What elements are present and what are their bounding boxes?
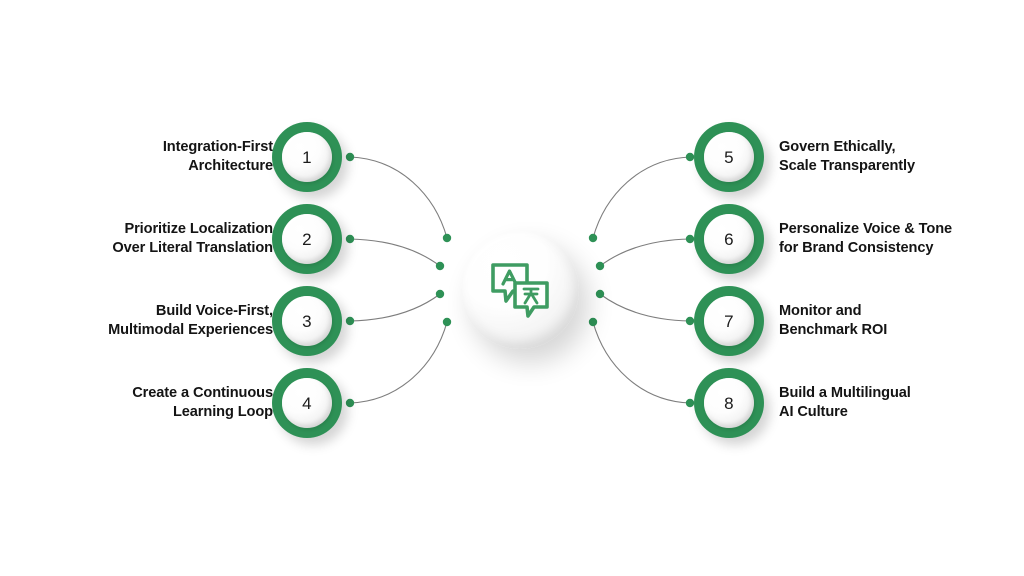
item-node-7[interactable]: 7 — [694, 286, 764, 356]
item-number-1: 1 — [302, 147, 312, 167]
item-node-inner-7: 7 — [704, 296, 754, 346]
connector-dot-outer-8 — [685, 398, 695, 408]
item-number-7: 7 — [724, 311, 734, 331]
translation-speech-bubbles-icon — [491, 263, 549, 318]
connector-path-5 — [592, 156, 691, 239]
item-node-3[interactable]: 3 — [272, 286, 342, 356]
connector-path-2 — [349, 238, 441, 267]
item-label-2: Prioritize Localization Over Literal Tra… — [112, 221, 273, 257]
item-number-6: 6 — [724, 229, 734, 249]
connector-dot-inner-4 — [442, 317, 452, 327]
item-node-inner-3: 3 — [282, 296, 332, 346]
connector-path-7 — [599, 293, 691, 322]
connector-dot-outer-3 — [345, 316, 355, 326]
item-node-inner-2: 2 — [282, 214, 332, 264]
item-number-5: 5 — [724, 147, 734, 167]
center-hub — [461, 231, 579, 349]
connector-path-3 — [349, 293, 441, 322]
connector-dot-inner-2 — [435, 261, 445, 271]
item-number-8: 8 — [724, 393, 734, 413]
connector-dot-inner-5 — [588, 233, 598, 243]
connector-dot-inner-6 — [595, 261, 605, 271]
item-node-inner-6: 6 — [704, 214, 754, 264]
item-label-7: Monitor and Benchmark ROI — [779, 303, 888, 339]
item-node-inner-5: 5 — [704, 132, 754, 182]
item-node-inner-4: 4 — [282, 378, 332, 428]
item-label-5: Govern Ethically, Scale Transparently — [779, 139, 915, 175]
connector-path-4 — [349, 321, 448, 404]
item-node-4[interactable]: 4 — [272, 368, 342, 438]
connector-dot-outer-7 — [685, 316, 695, 326]
connector-dot-outer-4 — [345, 398, 355, 408]
connector-path-8 — [592, 321, 691, 404]
connector-dot-outer-2 — [345, 234, 355, 244]
item-label-8: Build a Multilingual AI Culture — [779, 385, 911, 421]
connector-dot-inner-3 — [435, 289, 445, 299]
item-node-inner-8: 8 — [704, 378, 754, 428]
item-node-1[interactable]: 1 — [272, 122, 342, 192]
connector-dot-inner-8 — [588, 317, 598, 327]
item-node-8[interactable]: 8 — [694, 368, 764, 438]
item-number-4: 4 — [302, 393, 312, 413]
connector-dot-inner-1 — [442, 233, 452, 243]
connector-dot-inner-7 — [595, 289, 605, 299]
connector-dot-outer-5 — [685, 152, 695, 162]
item-label-3: Build Voice-First, Multimodal Experience… — [108, 303, 273, 339]
item-label-6: Personalize Voice & Tone for Brand Consi… — [779, 221, 953, 257]
item-node-5[interactable]: 5 — [694, 122, 764, 192]
connector-path-1 — [349, 156, 448, 239]
item-node-2[interactable]: 2 — [272, 204, 342, 274]
item-node-6[interactable]: 6 — [694, 204, 764, 274]
connector-path-6 — [599, 238, 691, 267]
item-label-4: Create a Continuous Learning Loop — [132, 385, 273, 421]
item-node-inner-1: 1 — [282, 132, 332, 182]
connector-dot-outer-1 — [345, 152, 355, 162]
item-label-1: Integration-First Architecture — [162, 139, 273, 175]
item-number-2: 2 — [302, 229, 312, 249]
connector-dot-outer-6 — [685, 234, 695, 244]
item-number-3: 3 — [302, 311, 312, 331]
